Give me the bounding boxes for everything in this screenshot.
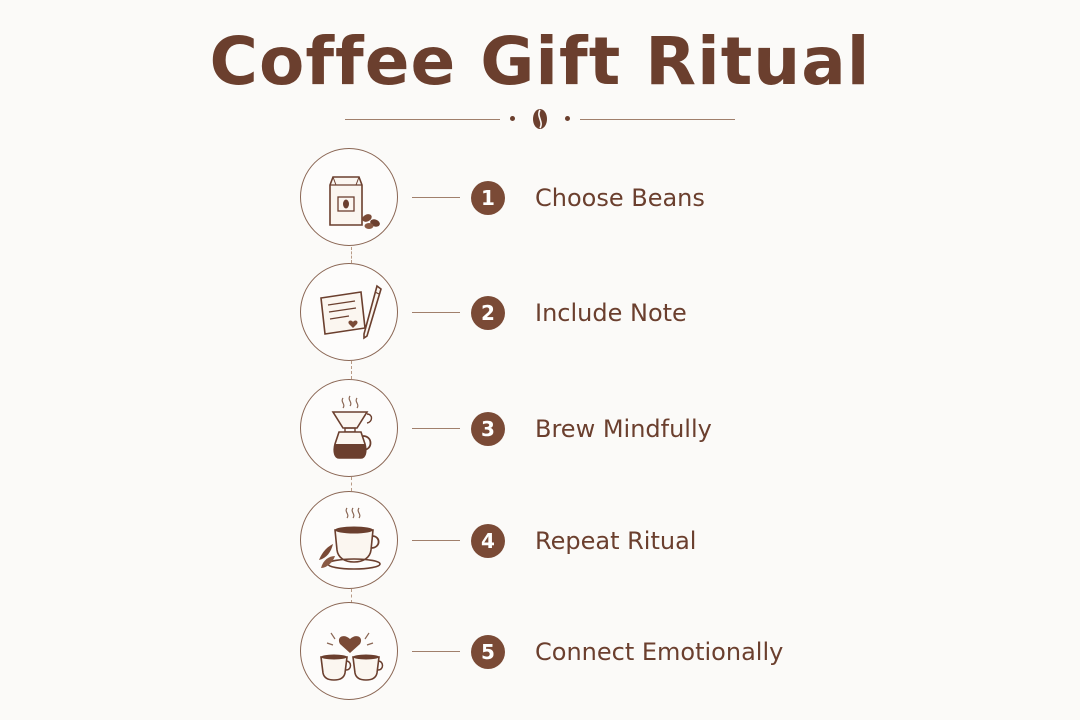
connector-4-5 <box>351 589 352 603</box>
step-3-label: Brew Mindfully <box>535 415 712 443</box>
divider-line-left <box>345 119 500 120</box>
title-divider <box>345 108 735 130</box>
coffee-cup-icon <box>319 507 381 570</box>
step-4-icon-circle <box>300 491 398 589</box>
step-3: 3 Brew Mindfully <box>300 379 860 481</box>
coffee-bean-icon <box>533 109 547 129</box>
step-1-icon-circle <box>300 148 398 246</box>
step-2-icon-circle <box>300 263 398 361</box>
step-2-number-badge: 2 <box>471 296 505 330</box>
step-3-connector <box>412 428 460 429</box>
step-1-connector <box>412 197 460 198</box>
connector-1-2 <box>351 247 352 263</box>
step-2: 2 Include Note <box>300 263 860 365</box>
step-5-number-badge: 5 <box>471 635 505 669</box>
step-5-label: Connect Emotionally <box>535 638 784 666</box>
connector-2-3 <box>351 361 352 379</box>
step-1: 1 Choose Beans <box>300 148 860 250</box>
step-4: 4 Repeat Ritual <box>300 491 860 593</box>
divider-dot-left <box>510 116 515 121</box>
step-2-connector <box>412 312 460 313</box>
step-5-icon-circle <box>300 602 398 700</box>
step-4-label: Repeat Ritual <box>535 527 697 555</box>
step-3-icon-circle <box>300 379 398 477</box>
step-1-number-badge: 1 <box>471 181 505 215</box>
step-1-label: Choose Beans <box>535 184 705 212</box>
pour-over-icon <box>331 395 373 459</box>
divider-dot-right <box>565 116 570 121</box>
note-pen-icon <box>320 284 382 340</box>
step-5: 5 Connect Emotionally <box>300 602 860 704</box>
step-4-connector <box>412 540 460 541</box>
divider-line-right <box>580 119 735 120</box>
page-title: Coffee Gift Ritual <box>209 23 871 100</box>
step-2-label: Include Note <box>535 299 687 327</box>
step-4-number-badge: 4 <box>471 524 505 558</box>
two-cups-heart-icon <box>320 632 384 681</box>
connector-3-4 <box>351 477 352 491</box>
coffee-bag-icon <box>329 176 380 229</box>
step-3-number-badge: 3 <box>471 412 505 446</box>
step-5-connector <box>412 651 460 652</box>
